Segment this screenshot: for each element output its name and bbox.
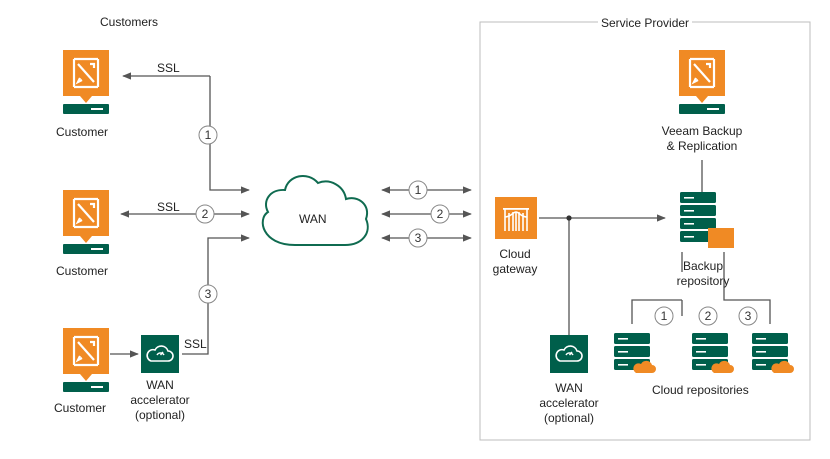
provider-wan-accelerator-icon	[549, 334, 589, 374]
wan-link-1-badge: 1	[408, 180, 428, 200]
svg-text:2: 2	[437, 207, 444, 221]
customer-3-ssl-label: SSL	[184, 337, 207, 351]
veeam-backup-replication-label: Veeam Backup & Replication	[661, 124, 743, 153]
backup-repository-label: Backup repository	[676, 259, 730, 288]
repository-to-cloud-repo-3-line	[723, 252, 771, 324]
wan-label: WAN	[299, 212, 327, 226]
customer-1-wan-arrow	[209, 76, 250, 194]
customer-3-backup-icon	[61, 326, 111, 394]
cloud-repo-1-badge: 1	[654, 306, 674, 326]
customer-1-step-badge: 1	[198, 125, 218, 145]
cloud-gateway-label: Cloud gateway	[492, 247, 538, 276]
customer-3-label: Customer	[54, 401, 107, 415]
customer-1-label: Customer	[56, 125, 109, 139]
backup-repository-icon	[680, 192, 734, 248]
cloud-repository-2-icon	[692, 333, 734, 373]
wan-cloud-icon	[261, 174, 369, 246]
svg-text:2: 2	[705, 309, 712, 323]
cloud-repo-2-badge: 2	[698, 306, 718, 326]
cloud-repositories-label: Cloud repositories	[652, 383, 749, 397]
junction-dot	[566, 215, 572, 221]
svg-text:2: 2	[202, 207, 209, 221]
customer-2-label: Customer	[56, 264, 109, 278]
wan-link-2-badge: 2	[430, 204, 450, 224]
svg-text:3: 3	[205, 287, 212, 301]
svg-text:1: 1	[415, 183, 422, 197]
service-provider-title: Service Provider	[598, 16, 693, 31]
customer-2-backup-icon	[61, 188, 111, 256]
svg-text:3: 3	[745, 309, 752, 323]
veeam-backup-replication-icon	[677, 48, 727, 116]
customers-title: Customers	[100, 15, 159, 29]
cloud-repo-3-badge: 3	[738, 306, 758, 326]
wan-link-3-badge: 3	[408, 228, 428, 248]
provider-wan-accelerator-label: WAN accelerator (optional)	[539, 381, 599, 425]
customer-wan-accelerator-icon	[140, 334, 180, 374]
cloud-gateway-icon	[495, 197, 537, 239]
svg-text:1: 1	[661, 309, 668, 323]
cloud-repository-1-icon	[614, 333, 656, 373]
customer-3-step-badge: 3	[198, 284, 218, 304]
svg-text:3: 3	[415, 231, 422, 245]
customer-wan-accelerator-label: WAN accelerator (optional)	[130, 378, 190, 422]
repository-to-cloud-repo-1-line	[631, 299, 682, 324]
customer-2-ssl-label: SSL	[157, 200, 180, 214]
svg-text:1: 1	[205, 128, 212, 142]
customer-1-backup-icon	[61, 48, 111, 116]
customer-1-ssl-label: SSL	[157, 61, 180, 75]
customer-2-step-badge: 2	[195, 204, 215, 224]
cloud-repository-3-icon	[752, 333, 794, 373]
